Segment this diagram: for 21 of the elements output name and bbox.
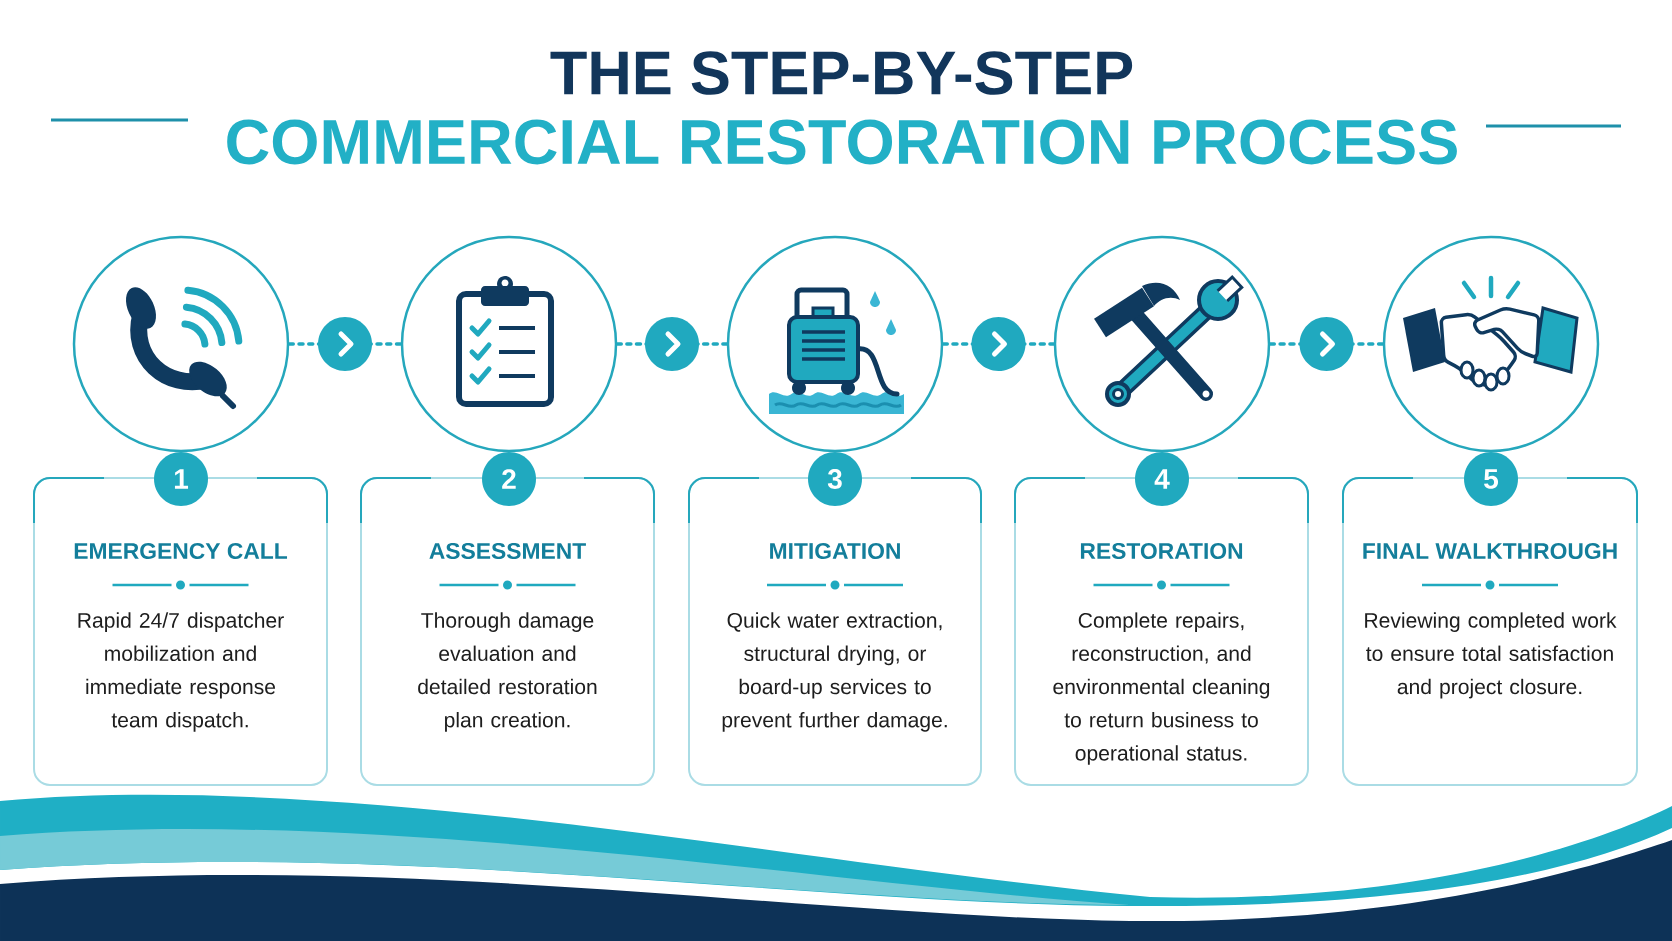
connector-arrow	[615, 317, 729, 371]
connector-arrow	[287, 317, 403, 371]
number-badge: 3	[808, 452, 862, 506]
step-heading: EMERGENCY CALL	[74, 542, 287, 560]
step-description: Reviewing completed work to ensure total satisfaction and project closure.	[1365, 612, 1617, 699]
step-description: Thorough damage evaluation and detailed restoration plan creation.	[418, 612, 597, 732]
step-description: Quick water extraction, structural drying, or board-up services to prevent further damage.	[722, 612, 947, 732]
step-description: Complete repairs, reconstruction, and environmental cleaning to return business to operational status.	[1053, 612, 1270, 765]
number-badge: 4	[1135, 452, 1189, 506]
step-heading: RESTORATION	[1080, 542, 1243, 560]
connector-arrow	[941, 317, 1056, 371]
step-heading: ASSESSMENT	[429, 542, 586, 560]
number-badge: 1	[154, 452, 208, 506]
number-badge: 5	[1464, 452, 1518, 506]
title: THE STEP-BY-STEP	[550, 51, 1133, 95]
connector-arrow	[1268, 317, 1385, 371]
step-heading: MITIGATION	[770, 542, 900, 560]
step-description: Rapid 24/7 dispatcher mobilization and immediate response team dispatch.	[78, 612, 284, 732]
step-heading: FINAL WALKTHROUGH	[1363, 542, 1617, 560]
number-badge: 2	[482, 452, 536, 506]
subtitle: COMMERCIAL RESTORATION PROCESS	[227, 119, 1457, 165]
